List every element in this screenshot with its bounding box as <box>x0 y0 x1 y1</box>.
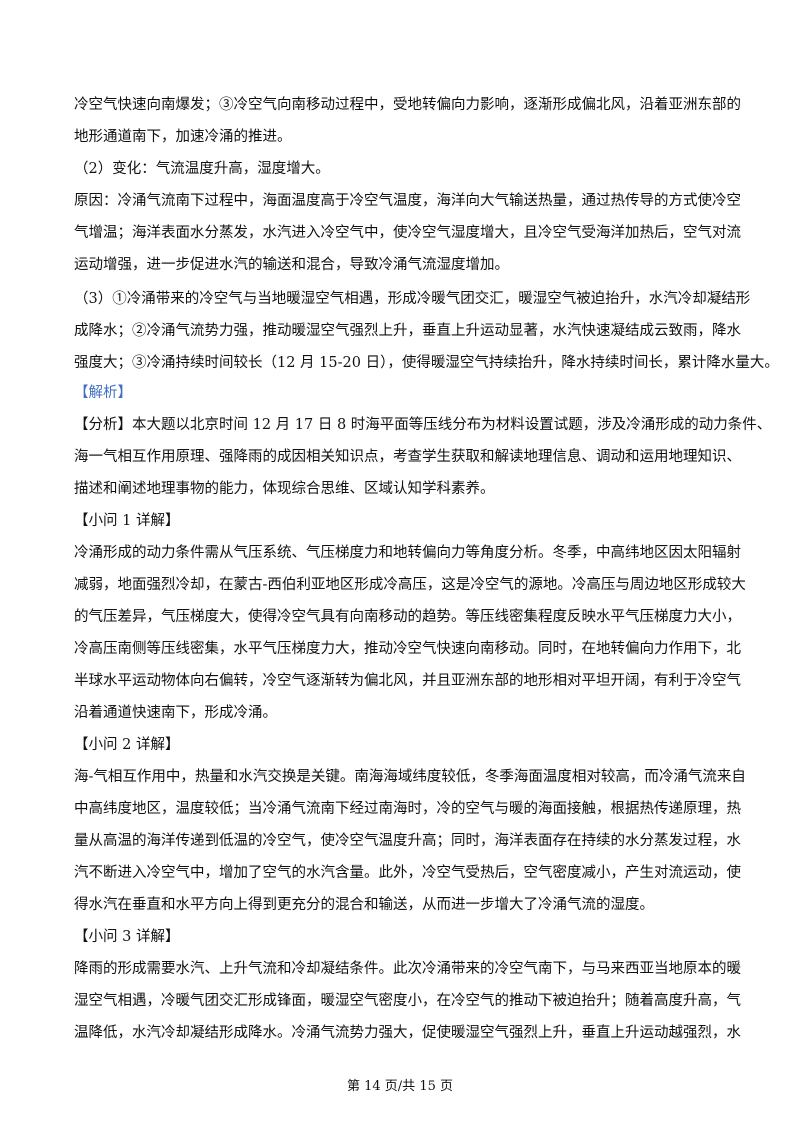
analysis-heading: 【解析】 <box>74 385 132 401</box>
text-line: 湿空气相遇，冷暖气团交汇形成锋面，暖湿空气密度小，在冷空气的推动下被迫抬升；随着… <box>74 993 741 1009</box>
text-line: 减弱，地面强烈冷却，在蒙古-西伯利亚地区形成冷高压，这是冷空气的源地。冷高压与周… <box>74 577 746 593</box>
text-line: 强度大；③冷涌持续时间较长（12 月 15-20 日），使得暖湿空气持续抬升，降… <box>74 355 779 371</box>
text-line: 运动增强，进一步促进水汽的输送和混合，导致冷涌气流湿度增加。 <box>74 257 509 273</box>
text-line: 气增温；海洋表面水分蒸发，水汽进入冷空气中，使冷空气湿度增大，且冷空气受海洋加热… <box>74 225 741 241</box>
page-footer: 第 14 页/共 15 页 <box>347 1079 453 1094</box>
section-heading: 【小问 2 详解】 <box>74 737 180 753</box>
text-line: 原因：冷涌气流南下过程中，海面温度高于冷空气温度，海洋向大气输送热量，通过热传导… <box>74 193 741 209</box>
section-heading: 【小问 3 详解】 <box>74 929 180 945</box>
text-line: 海-气相互作用中，热量和水汽交换是关键。南海海域纬度较低，冬季海面温度相对较高，… <box>74 769 746 785</box>
text-line: 量从高温的海洋传递到低温的冷空气，使冷空气温度升高；同时，海洋表面存在持续的水分… <box>74 833 741 849</box>
text-line: （2）变化：气流温度升高，湿度增大。 <box>74 161 330 177</box>
text-line: 中高纬度地区，温度较低；当冷涌气流南下经过南海时，冷的空气与暖的海面接触，根据热… <box>74 801 741 817</box>
text-line: 冷涌形成的动力条件需从气压系统、气压梯度力和地转偏向力等角度分析。冬季，中高纬地… <box>74 545 741 561</box>
text-line: 的气压差异，气压梯度大，使得冷空气具有向南移动的趋势。等压线密集程度反映水平气压… <box>74 609 741 625</box>
text-line: 成降水；②冷涌气流势力强，推动暖湿空气强烈上升，垂直上升运动显著，水汽快速凝结成… <box>74 323 741 339</box>
section-heading: 【小问 1 详解】 <box>74 513 180 529</box>
text-line: 描述和阐述地理事物的能力，体现综合思维、区域认知学科素养。 <box>74 481 495 497</box>
text-line: 冷高压南侧等压线密集，水平气压梯度力大，推动冷空气快速向南移动。同时，在地转偏向… <box>74 641 741 657</box>
text-line: （3）①冷涌带来的冷空气与当地暖湿空气相遇，形成冷暖气团交汇，暖湿空气被迫抬升，… <box>74 291 751 307</box>
text-line: 半球水平运动物体向右偏转，冷空气逐渐转为偏北风，并且亚洲东部的地形相对平坦开阔，… <box>74 673 741 689</box>
text-line: 汽不断进入冷空气中，增加了空气的水汽含量。此外，冷空气受热后，空气密度减小，产生… <box>74 865 741 881</box>
text-line: 降雨的形成需要水汽、上升气流和冷却凝结条件。此次冷涌带来的冷空气南下，与马来西亚… <box>74 961 741 977</box>
text-line: 沿着通道快速南下，形成冷涌。 <box>74 705 277 721</box>
text-line: 【分析】本大题以北京时间 12 月 17 日 8 时海平面等压线分布为材料设置试… <box>74 417 772 433</box>
text-line: 地形通道南下，加速冷涌的推进。 <box>74 129 292 145</box>
text-line: 温降低，水汽冷却凝结形成降水。冷涌气流势力强大，促使暖湿空气强烈上升，垂直上升运… <box>74 1025 741 1041</box>
text-line: 冷空气快速向南爆发；③冷空气向南移动过程中，受地转偏向力影响，逐渐形成偏北风，沿… <box>74 97 741 113</box>
text-line: 得水汽在垂直和水平方向上得到更充分的混合和输送，从而进一步增大了冷涌气流的湿度。 <box>74 897 654 913</box>
text-line: 海一气相互作用原理、强降雨的成因相关知识点，考查学生获取和解读地理信息、调动和运… <box>74 449 741 465</box>
